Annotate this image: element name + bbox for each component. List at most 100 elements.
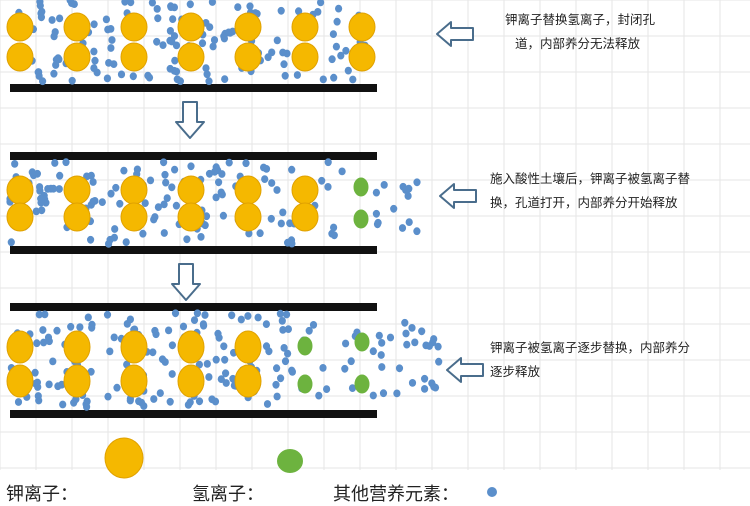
nutrient-particle xyxy=(197,233,205,241)
nutrient-particle xyxy=(435,357,443,366)
nutrient-particle xyxy=(39,77,47,86)
nutrient-particle xyxy=(112,183,120,192)
nutrient-particle xyxy=(44,185,52,193)
nutrient-particle xyxy=(284,325,292,333)
nutrient-particle xyxy=(277,219,285,228)
nutrient-particle xyxy=(280,60,288,69)
nutrient-particle xyxy=(140,402,148,410)
nutrient-particle xyxy=(37,13,46,22)
nutrient-particle xyxy=(154,14,162,23)
left-arrow-icon xyxy=(439,183,477,209)
nutrient-particle xyxy=(163,194,171,203)
nutrient-particle xyxy=(273,36,281,45)
nutrient-particle xyxy=(218,170,226,178)
potassium-ion xyxy=(6,42,34,72)
stage-1-closed-channel xyxy=(6,0,377,92)
nutrient-particle xyxy=(411,338,419,347)
nutrient-particle xyxy=(162,178,170,187)
nutrient-particle xyxy=(395,364,404,373)
nutrient-particle xyxy=(319,364,327,372)
nutrient-particle xyxy=(234,3,242,11)
nutrient-particle xyxy=(54,54,62,62)
potassium-ion xyxy=(6,202,34,232)
nutrient-particle-swatch xyxy=(487,487,497,497)
nutrient-particle xyxy=(209,42,217,51)
nutrient-particle xyxy=(208,395,216,404)
nutrient-particle xyxy=(203,360,211,368)
nutrient-particle xyxy=(342,339,350,348)
nutrient-particle xyxy=(210,36,219,44)
stage-1-caption-line-2: 道，内部养分无法释放 xyxy=(515,36,641,51)
potassium-ion xyxy=(177,202,205,232)
nutrient-particle xyxy=(36,1,44,10)
nutrient-particle xyxy=(110,333,118,342)
nutrient-particle xyxy=(166,27,174,35)
nutrient-particle xyxy=(268,48,276,57)
nutrient-particle xyxy=(153,37,161,46)
hydrogen-ion xyxy=(297,336,313,356)
nutrient-particle xyxy=(39,326,47,334)
left-arrow-icon xyxy=(446,357,484,383)
nutrient-particle xyxy=(202,64,210,72)
nutrient-particle xyxy=(141,199,149,208)
nutrient-particle xyxy=(220,34,228,43)
nutrient-particle xyxy=(315,391,323,400)
nutrient-particle xyxy=(127,0,135,7)
nutrient-particle xyxy=(319,75,327,84)
nutrient-particle xyxy=(170,66,178,75)
nutrient-particle xyxy=(122,238,130,247)
nutrient-particle xyxy=(221,355,229,364)
nutrient-particle xyxy=(158,355,167,364)
nutrient-particle xyxy=(144,71,152,80)
nutrient-particle xyxy=(220,342,228,351)
nutrient-particle xyxy=(201,311,209,319)
potassium-ion xyxy=(234,42,262,72)
nutrient-particle xyxy=(217,375,225,383)
potassium-ion xyxy=(63,364,91,398)
nutrient-particle xyxy=(116,199,124,208)
nutrient-particle xyxy=(212,355,220,364)
stage-1-caption: 钾离子替换氢离子，封闭孔 道，内部养分无法释放 xyxy=(505,8,735,56)
nutrient-particle xyxy=(330,223,338,232)
nutrient-particle xyxy=(401,318,409,327)
nutrient-particle xyxy=(324,158,332,167)
nutrient-particle xyxy=(284,349,292,358)
nutrient-particle xyxy=(215,178,223,187)
nutrient-particle xyxy=(218,190,226,199)
nutrient-particle xyxy=(49,357,57,366)
down-arrow-icon xyxy=(171,263,201,301)
potassium-ion-swatch xyxy=(104,437,144,479)
potassium-ion xyxy=(120,364,148,398)
nutrient-particle xyxy=(154,203,162,212)
nutrient-particle xyxy=(38,7,46,16)
stage-1-caption-line-1: 钾离子替换氢离子，封闭孔 xyxy=(505,12,656,27)
nutrient-particle xyxy=(31,379,40,388)
nutrient-particle xyxy=(288,368,296,376)
nutrient-particle xyxy=(41,310,49,319)
nutrient-particle xyxy=(51,28,59,36)
channel-plate xyxy=(10,303,377,311)
nutrient-particle xyxy=(237,315,245,324)
nutrient-particle xyxy=(120,166,128,175)
potassium-ion xyxy=(234,330,262,364)
nutrient-particle xyxy=(374,218,382,227)
nutrient-particle xyxy=(208,0,216,6)
nutrient-particle xyxy=(277,6,285,15)
nutrient-particle xyxy=(76,323,84,331)
process-arrows xyxy=(171,21,484,383)
stage-3-caption: 钾离子被氢离子逐步替换，内部养分 逐步释放 xyxy=(490,336,748,384)
nutrient-particle xyxy=(186,398,194,407)
potassium-ion xyxy=(177,12,205,42)
nutrient-particle xyxy=(195,397,204,406)
nutrient-particle xyxy=(35,396,43,405)
nutrient-particle xyxy=(113,383,121,392)
stage-3-caption-line-2: 逐步释放 xyxy=(490,364,541,379)
nutrient-particle xyxy=(256,229,264,238)
nutrient-particle xyxy=(88,323,96,332)
nutrient-particle xyxy=(165,326,173,335)
potassium-ion xyxy=(348,42,376,72)
nutrient-particle xyxy=(66,0,74,4)
nutrient-particle xyxy=(90,47,98,56)
nutrient-particle xyxy=(372,209,380,218)
nutrient-particle xyxy=(108,36,116,44)
